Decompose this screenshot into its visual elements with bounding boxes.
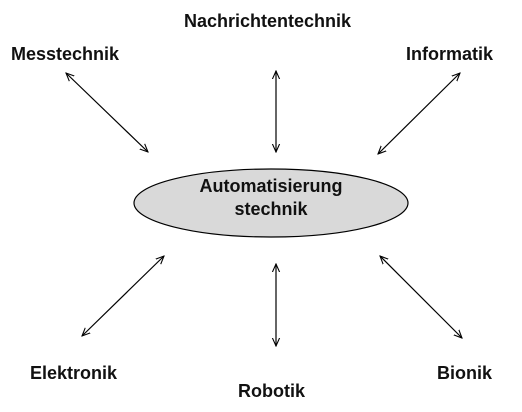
center-ellipse: [133, 168, 409, 238]
node-top-left-label: Messtechnik: [11, 44, 120, 64]
node-top-label: Nachrichtentechnik: [184, 11, 352, 31]
node-top-right-label: Informatik: [406, 44, 494, 64]
center-node-label: Automatisierung stechnik: [134, 175, 408, 221]
arrow-bottom-left: [82, 256, 164, 336]
arrow-top-left: [66, 73, 148, 152]
center-label-line1: Automatisierung: [199, 176, 343, 196]
node-bottom-label: Robotik: [238, 381, 305, 401]
center-label-line2: stechnik: [234, 199, 308, 219]
arrow-top-right: [378, 73, 460, 154]
node-bottom-left-label: Elektronik: [30, 363, 118, 383]
arrow-bottom-right: [380, 256, 462, 338]
node-bottom-right-label: Bionik: [437, 363, 493, 383]
